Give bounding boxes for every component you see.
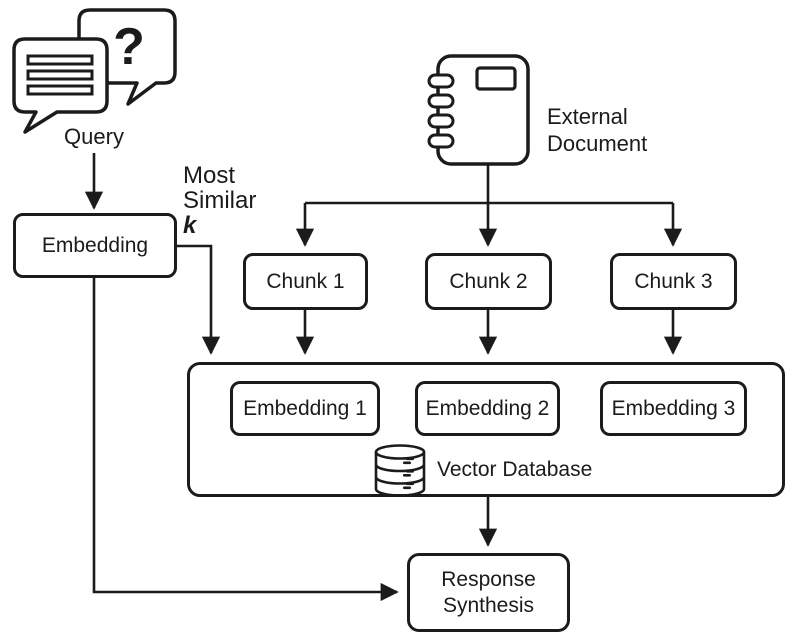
embedding-1-node: Embedding 1	[230, 381, 380, 436]
question-mark-glyph: ?	[113, 18, 145, 76]
response-synthesis-line1: Response	[441, 567, 536, 591]
embedding-node: Embedding	[13, 213, 177, 278]
message-lines-icon	[26, 54, 94, 96]
embedding-3-label: Embedding 3	[611, 396, 736, 420]
external-document-line1: External	[547, 104, 628, 129]
vector-database-container	[187, 362, 785, 497]
response-synthesis-node: Response Synthesis	[407, 553, 570, 632]
most-similar-k-label: Most Similar k	[183, 163, 256, 238]
chunk-2-node: Chunk 2	[425, 253, 552, 310]
external-document-line2: Document	[547, 131, 648, 156]
chunk-3-label: Chunk 3	[634, 269, 713, 293]
arrow-embedding-to-response-synthesis	[92, 278, 399, 602]
notebook-rings-icon	[427, 73, 455, 149]
chunk-1-label: Chunk 1	[266, 269, 345, 293]
external-document-label: External Document	[547, 103, 647, 157]
embedding-3-node: Embedding 3	[600, 381, 747, 436]
chunk-2-label: Chunk 2	[449, 269, 528, 293]
arrow-most-similar-k-to-vectordb	[177, 244, 221, 355]
embedding-node-label: Embedding	[41, 233, 149, 257]
response-synthesis-line2: Synthesis	[442, 593, 535, 617]
vector-database-label: Vector Database	[437, 458, 593, 481]
external-document-icon	[427, 54, 530, 166]
k-variable-label: k	[183, 212, 197, 239]
chunk-3-node: Chunk 3	[610, 253, 737, 310]
query-chat-icon: ?	[12, 8, 177, 134]
chunk-1-node: Chunk 1	[243, 253, 368, 310]
embedding-2-node: Embedding 2	[415, 381, 560, 436]
embedding-1-label: Embedding 1	[243, 396, 367, 420]
most-similar-line2: Similar	[183, 187, 257, 214]
query-label: Query	[64, 124, 124, 149]
embedding-2-label: Embedding 2	[425, 396, 550, 420]
notebook-label-icon	[475, 66, 517, 91]
most-similar-line1: Most	[183, 162, 236, 189]
